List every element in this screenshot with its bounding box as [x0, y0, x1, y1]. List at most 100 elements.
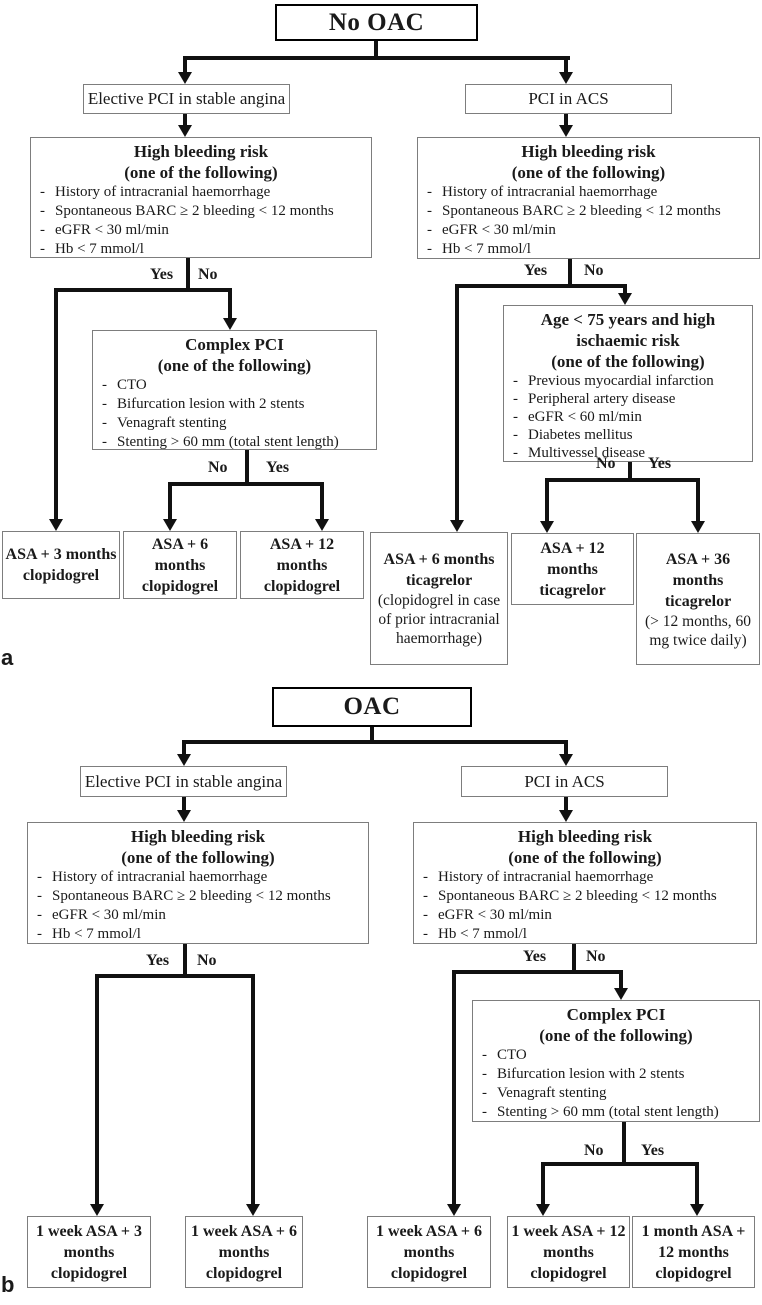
oac-title: OAC — [343, 693, 401, 720]
list-item-text: CTO — [497, 1047, 527, 1063]
b-root-stub-line — [370, 727, 374, 744]
list-item-text: History of intracranial haemorrhage — [55, 184, 271, 200]
a-age-no-label: No — [596, 455, 616, 472]
list-item: -Spontaneous BARC ≥ 2 bleeding < 12 mont… — [418, 202, 759, 221]
list-bullet: - — [482, 1104, 487, 1120]
list-bullet: - — [423, 888, 428, 904]
b-right-split-stub-line — [572, 944, 576, 974]
box-subtitle: (one of the following) — [508, 848, 662, 867]
outcome-text: ASA + 36 months ticagrelor — [664, 550, 732, 610]
b-left-yes-arrow-icon — [90, 1204, 104, 1216]
b-complex-yes-label: Yes — [641, 1142, 665, 1159]
a-age-no-arrow-icon — [540, 521, 554, 533]
b-root-branch-line — [184, 740, 568, 744]
box-title: Complex PCI — [566, 1005, 666, 1024]
list-item-text: eGFR < 30 ml/min — [55, 222, 169, 238]
b-left-yes-line — [95, 974, 99, 1204]
list-item: -eGFR < 30 ml/min — [418, 221, 759, 240]
a-elective-to-hbr-line — [183, 114, 187, 126]
b-right-no-arrow-icon — [614, 988, 628, 1000]
list-bullet: - — [40, 203, 45, 219]
list-item: -History of intracranial haemorrhage — [414, 868, 756, 887]
list-bullet: - — [513, 409, 518, 425]
elective-pci-box-b: Elective PCI in stable angina — [80, 766, 287, 797]
a-left-drop-line — [183, 56, 187, 72]
list-item: -Bifurcation lesion with 2 stents — [93, 395, 376, 414]
list-bullet: - — [40, 241, 45, 257]
list-item-text: Hb < 7 mmol/l — [52, 926, 141, 942]
list-item: -eGFR < 30 ml/min — [414, 906, 756, 925]
pci-acs-label-a: PCI in ACS — [528, 89, 609, 108]
a-right-no-line — [623, 284, 627, 294]
list-bullet: - — [513, 427, 518, 443]
list-bullet: - — [37, 888, 42, 904]
list-bullet: - — [423, 869, 428, 885]
box-subtitle: (one of the following) — [511, 163, 666, 182]
a-complex-yes-line — [320, 482, 324, 519]
b-complex-stub-line — [622, 1122, 626, 1166]
list-item-text: History of intracranial haemorrhage — [442, 184, 658, 200]
list-item-text: Bifurcation lesion with 2 stents — [117, 396, 305, 412]
list-item-text: eGFR < 30 ml/min — [52, 907, 166, 923]
a-age-yes-line — [696, 478, 700, 521]
list-item-text: Hb < 7 mmol/l — [438, 926, 527, 942]
list-item-text: History of intracranial haemorrhage — [52, 869, 268, 885]
box-title: Age < 75 years and high ischaemic risk — [540, 310, 716, 350]
high-bleeding-risk-box-b-left: High bleeding risk (one of the following… — [27, 822, 369, 944]
list-item: -Venagraft stenting — [473, 1084, 759, 1103]
box-title: High bleeding risk — [517, 827, 653, 846]
box-subtitle: (one of the following) — [539, 1026, 693, 1045]
list-item: -Spontaneous BARC ≥ 2 bleeding < 12 mont… — [28, 887, 368, 906]
list-bullet: - — [40, 222, 45, 238]
a-acs-to-hbr-arrow-icon — [559, 125, 573, 137]
list-item: -eGFR < 30 ml/min — [28, 906, 368, 925]
a-complex-yes-arrow-icon — [315, 519, 329, 531]
list-bullet: - — [427, 241, 432, 257]
list-bullet: - — [427, 203, 432, 219]
b-complex-yes-arrow-icon — [690, 1204, 704, 1216]
list-bullet: - — [37, 907, 42, 923]
outcome-box-1mo-asa-12m-clopidogrel: 1 month ASA + 12 months clopidogrel — [632, 1216, 755, 1288]
b-left-drop-arrow-icon — [177, 754, 191, 766]
ischaemic-risk-box-a: Age < 75 years and high ischaemic risk (… — [503, 305, 753, 462]
list-item: -Diabetes mellitus — [504, 426, 752, 444]
list-item-text: Peripheral artery disease — [528, 391, 676, 407]
a-age-yes-arrow-icon — [691, 521, 705, 533]
list-item: -Spontaneous BARC ≥ 2 bleeding < 12 mont… — [31, 202, 371, 221]
a-right-yes-arrow-icon — [450, 520, 464, 532]
b-elective-to-hbr-line — [182, 797, 186, 810]
pci-acs-label-b: PCI in ACS — [524, 771, 605, 791]
a-left-split-stub-line — [186, 258, 190, 292]
list-item: -Hb < 7 mmol/l — [418, 240, 759, 259]
list-item-text: Multivessel disease — [528, 445, 646, 461]
a-age-stub-line — [628, 462, 632, 482]
list-bullet: - — [513, 445, 518, 461]
a-complex-no-arrow-icon — [163, 519, 177, 531]
a-left-yes-label: Yes — [150, 266, 174, 283]
box-title: High bleeding risk — [521, 142, 656, 161]
list-bullet: - — [427, 222, 432, 238]
b-complex-split-line — [543, 1162, 699, 1166]
b-left-no-label: No — [197, 952, 217, 969]
high-bleeding-risk-box-b-right: High bleeding risk (one of the following… — [413, 822, 757, 944]
list-item-text: Stenting > 60 mm (total stent length) — [117, 434, 339, 450]
a-right-no-arrow-icon — [618, 293, 632, 305]
outcome-box-asa-3m-clopidogrel: ASA + 3 months clopidogrel — [2, 531, 120, 599]
a-complex-split-line — [170, 482, 324, 486]
a-root-branch-line — [183, 56, 570, 60]
panel-b-letter: b — [1, 1272, 15, 1297]
list-item: -History of intracranial haemorrhage — [418, 183, 759, 202]
outcome-text: 1 week ASA + 3 months clopidogrel — [35, 1222, 142, 1282]
list-item-text: Spontaneous BARC ≥ 2 bleeding < 12 month… — [52, 888, 331, 904]
elective-pci-box-a: Elective PCI in stable angina — [83, 84, 290, 114]
a-acs-to-hbr-line — [564, 114, 568, 126]
elective-pci-label-a: Elective PCI in stable angina — [87, 89, 286, 108]
complex-pci-box-a: Complex PCI (one of the following) -CTO … — [92, 330, 377, 450]
list-item-text: Spontaneous BARC ≥ 2 bleeding < 12 month… — [438, 888, 717, 904]
b-complex-no-line — [541, 1162, 545, 1204]
list-item: -Venagraft stenting — [93, 414, 376, 433]
a-age-no-line — [545, 478, 549, 521]
a-left-no-arrow-icon — [223, 318, 237, 330]
high-bleeding-risk-box-a-left: High bleeding risk (one of the following… — [30, 137, 372, 258]
